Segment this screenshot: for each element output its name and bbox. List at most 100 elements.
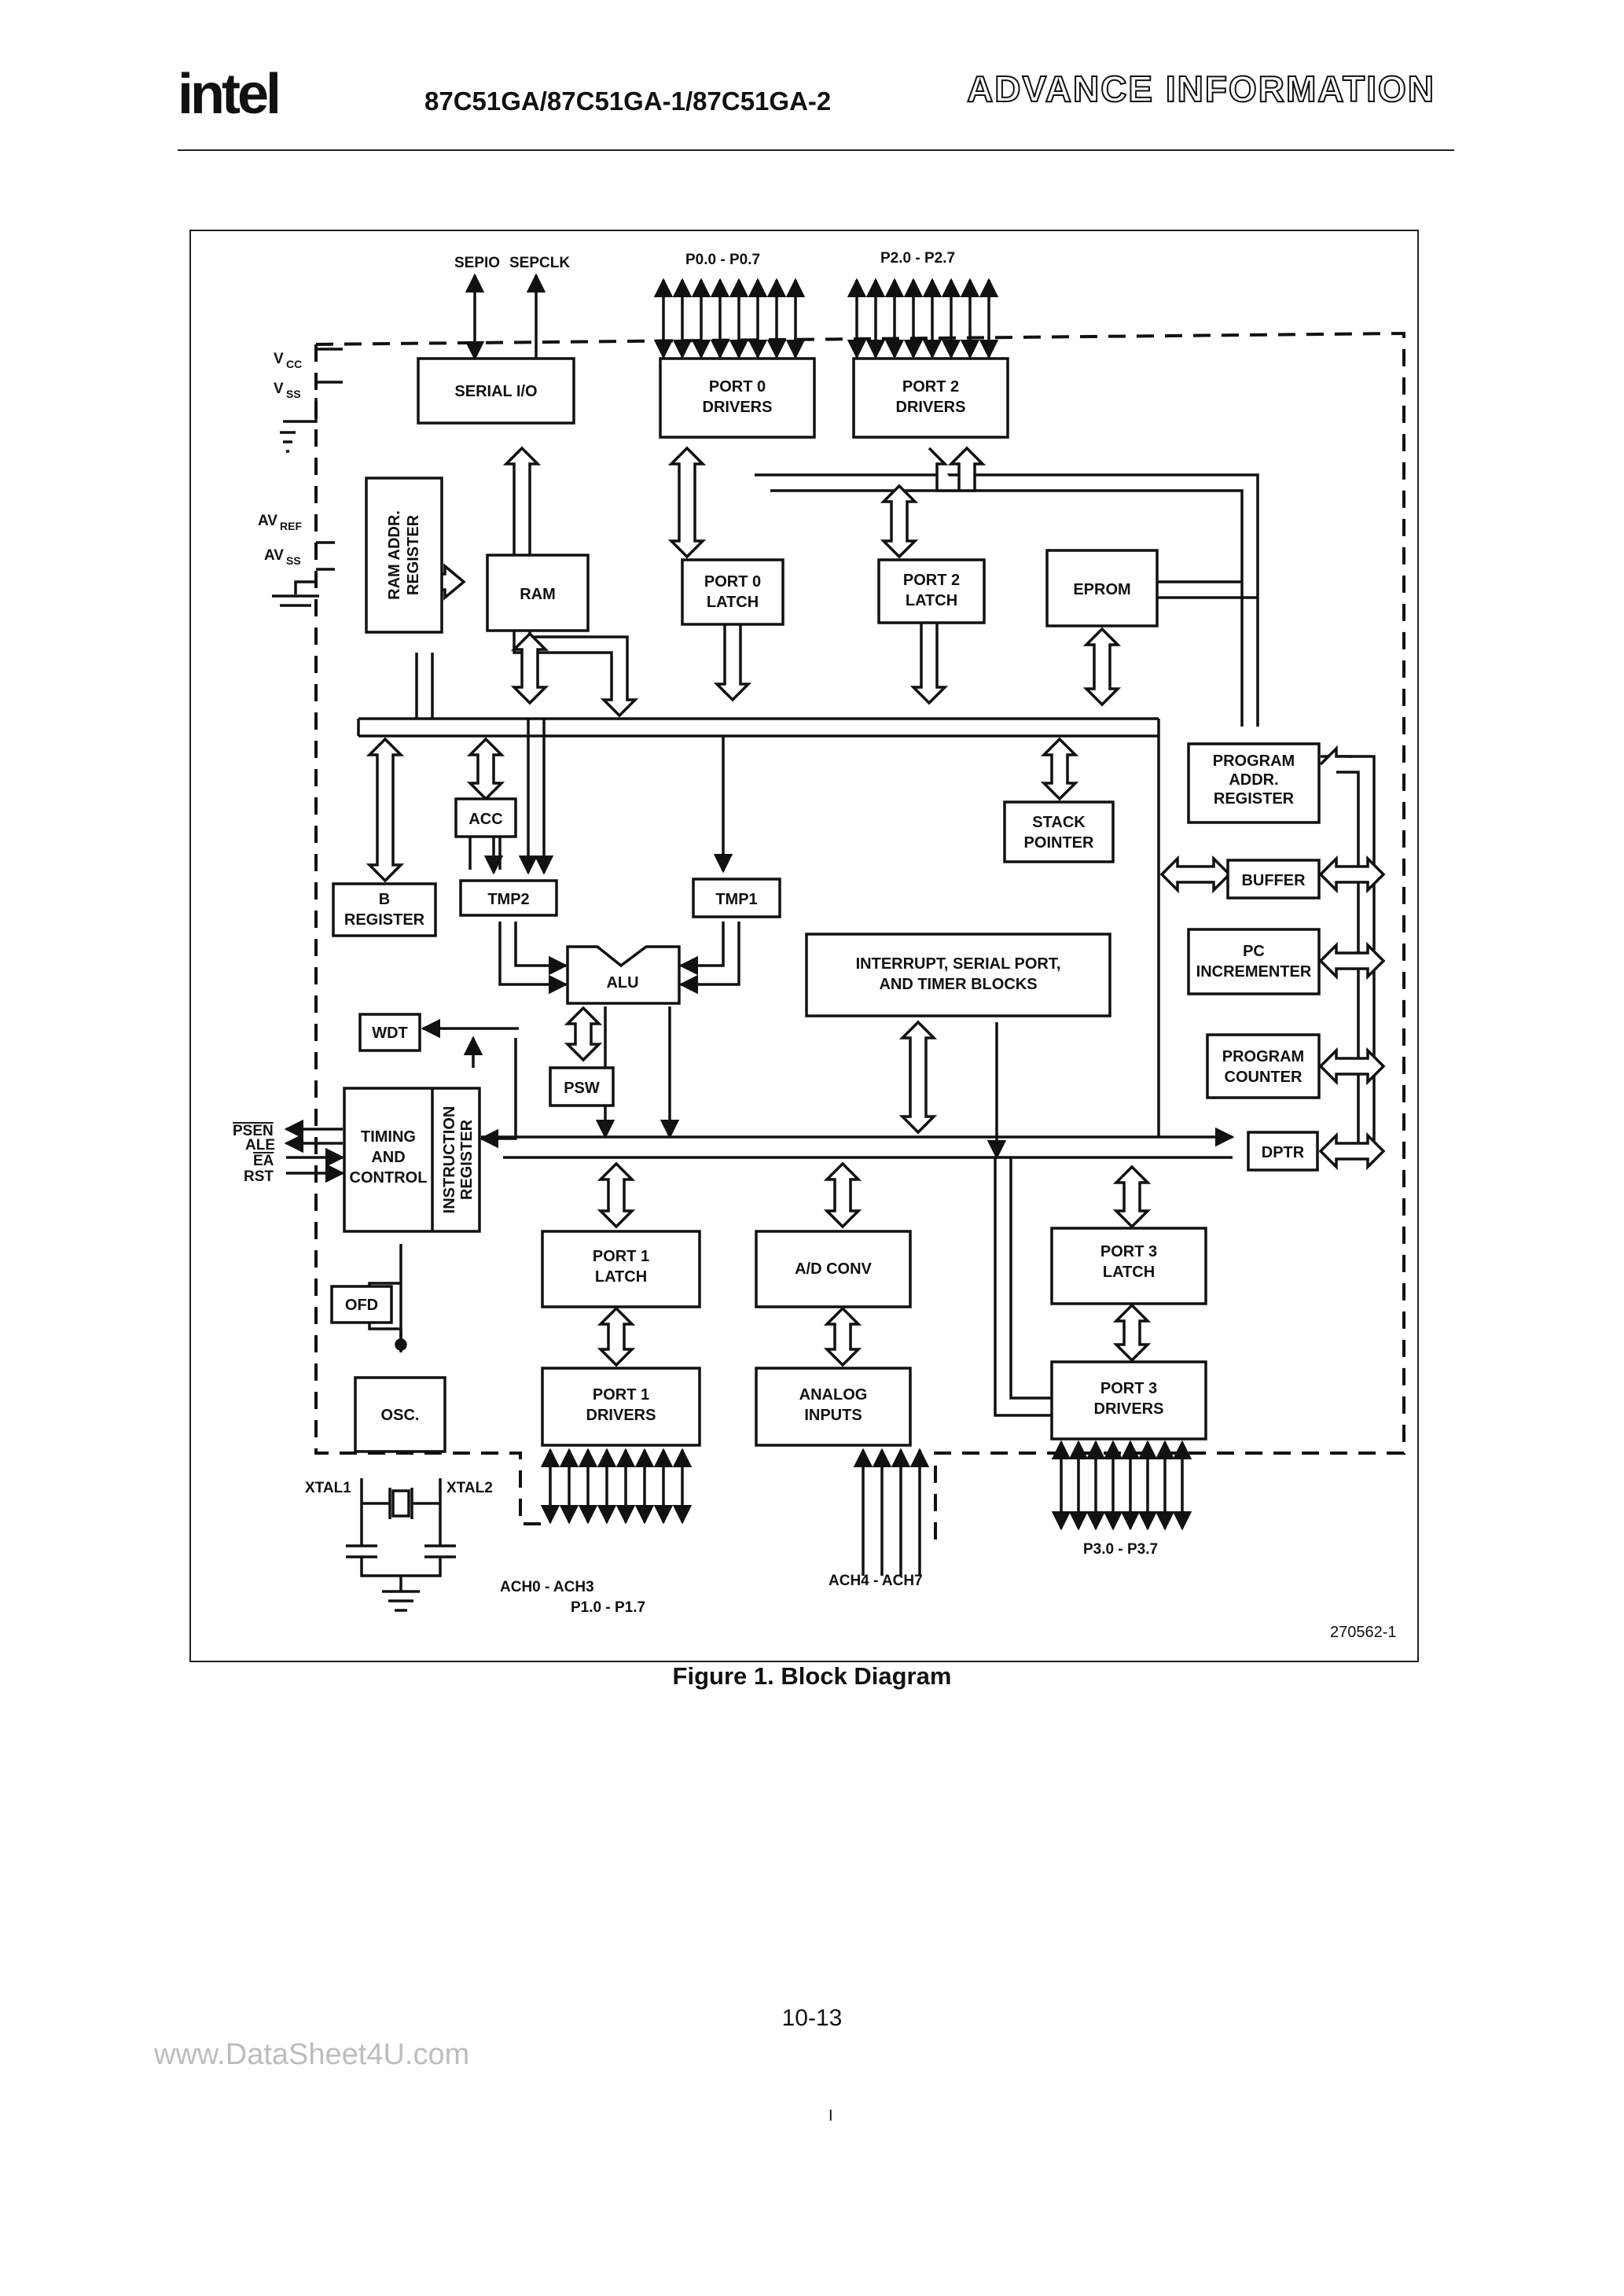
vcc-label: V [274,351,284,367]
b-label-2: REGISTER [344,911,425,929]
analog-inputs-block [755,1367,912,1447]
pin-labels: SEPIO SEPCLK P0.0 - P0.7 P2.0 - P2.7 V C… [233,250,1397,1641]
footer-mark: I [829,2107,833,2125]
port2-drivers-label-1: PORT 2 [902,378,959,396]
wdt-block [358,1013,421,1052]
interrupt-label-1: INTERRUPT, SERIAL PORT, [856,955,1061,973]
dptr-block [1247,1131,1319,1172]
chip-boundary [314,331,1405,1541]
p1drv-label-2: DRIVERS [586,1407,656,1424]
avss-sub: SS [286,554,301,567]
b-label-1: B [379,891,390,908]
port1-drivers-block [541,1367,701,1447]
pcount-label-1: PROGRAM [1222,1048,1304,1065]
port0-drivers-label-2: DRIVERS [703,399,773,416]
ea-label: EA [253,1153,274,1169]
sp-label-1: STACK [1032,814,1086,831]
figure-frame [189,230,1419,1662]
ach4-7-label: ACH4 - ACH7 [829,1573,923,1589]
port0-latch-block [681,558,784,626]
ram-addr-label-2: REGISTER [405,514,422,595]
stack-pointer-block [1003,800,1115,863]
p1-label: P1.0 - P1.7 [571,1599,645,1616]
figure-caption: Figure 1. Block Diagram [672,1662,952,1690]
sp-label-2: POINTER [1024,834,1094,852]
timing-label-1: TIMING [361,1128,416,1146]
ofd-block [330,1285,393,1324]
p1latch-label-2: LATCH [595,1268,647,1286]
port0-drivers-label-1: PORT 0 [709,378,766,396]
vss-label: V [274,381,284,397]
pcount-label-2: COUNTER [1225,1069,1303,1086]
interrupt-label-2: AND TIMER BLOCKS [879,976,1037,993]
port2-latch-label-2: LATCH [906,592,957,609]
acc-block [454,797,517,838]
tmp1-block [692,878,781,918]
p3drv-label-2: DRIVERS [1094,1400,1164,1418]
tmp1-label: TMP1 [715,891,757,908]
part-numbers: 87C51GA/87C51GA-1/87C51GA-2 [424,86,832,116]
timing-label-2: AND [371,1149,405,1166]
p3-label: P3.0 - P3.7 [1083,1541,1158,1558]
sepclk-label: SEPCLK [509,255,570,271]
analog-label-2: INPUTS [804,1407,862,1424]
xtal2-label: XTAL2 [446,1480,493,1496]
osc-label: OSC. [381,1407,420,1424]
rst-label: RST [244,1168,274,1185]
acc-label: ACC [468,811,502,828]
port2-drivers-block [852,357,1009,439]
vcc-sub: CC [286,358,302,370]
avss-label: AV [264,547,284,564]
osc-block [354,1376,446,1453]
blocks [330,357,1321,1453]
psen-label: PSEN [233,1123,274,1139]
ir-label-2: REGISTER [458,1119,476,1200]
port0-drivers-block [659,357,816,439]
ale-label: ALE [245,1137,275,1154]
dptr-label: DPTR [1262,1144,1305,1161]
left-pins [272,348,456,1612]
port2-drivers-label-2: DRIVERS [896,399,966,416]
p3latch-label-2: LATCH [1103,1264,1155,1281]
alu-label: ALU [606,974,638,992]
port3-latch-block [1050,1227,1207,1305]
buffer-label: BUFFER [1241,872,1306,889]
p1latch-label-1: PORT 1 [593,1248,649,1265]
page-number: 10-13 [781,2005,843,2031]
analog-label-1: ANALOG [799,1386,868,1404]
serial-io-block [417,357,575,425]
alu-block [566,945,681,1005]
xtal1-label: XTAL1 [305,1480,351,1496]
adconv-label: A/D CONV [795,1260,872,1278]
block-labels: SERIAL I/O PORT 0 DRIVERS PORT 2 DRIVERS… [344,378,1312,1424]
timing-control-block [343,1087,481,1233]
ram-block [486,554,590,632]
timing-label-3: CONTROL [350,1169,428,1187]
par-label-3: REGISTER [1214,790,1295,808]
sepio-label: SEPIO [454,255,500,271]
pcinc-label-1: PC [1243,943,1265,960]
p3latch-label-1: PORT 3 [1100,1243,1157,1260]
wdt-label: WDT [372,1025,408,1042]
ad-conv-block [755,1230,912,1308]
buffer-block [1226,859,1321,900]
psw-label: PSW [564,1080,600,1097]
ram-addr-register-block [365,476,443,634]
port1-latch-block [541,1230,701,1308]
ofd-label: OFD [345,1297,378,1314]
advance-information-label: ADVANCE INFORMATION [966,68,1435,110]
ach0-3-label: ACH0 - ACH3 [500,1579,594,1595]
vss-sub: SS [286,388,301,400]
interrupt-blocks [805,933,1111,1017]
avref-label: AV [258,513,277,529]
ram-addr-label-1: RAM ADDR. [386,510,403,600]
program-addr-register-block [1187,742,1321,824]
ir-label-1: INSTRUCTION [441,1106,458,1214]
program-counter-block [1206,1033,1321,1099]
b-register-block [332,882,437,937]
serial-io-label: SERIAL I/O [454,383,537,400]
eprom-block [1045,549,1159,627]
top-pins [465,273,1192,1576]
port2-latch-block [877,558,986,624]
